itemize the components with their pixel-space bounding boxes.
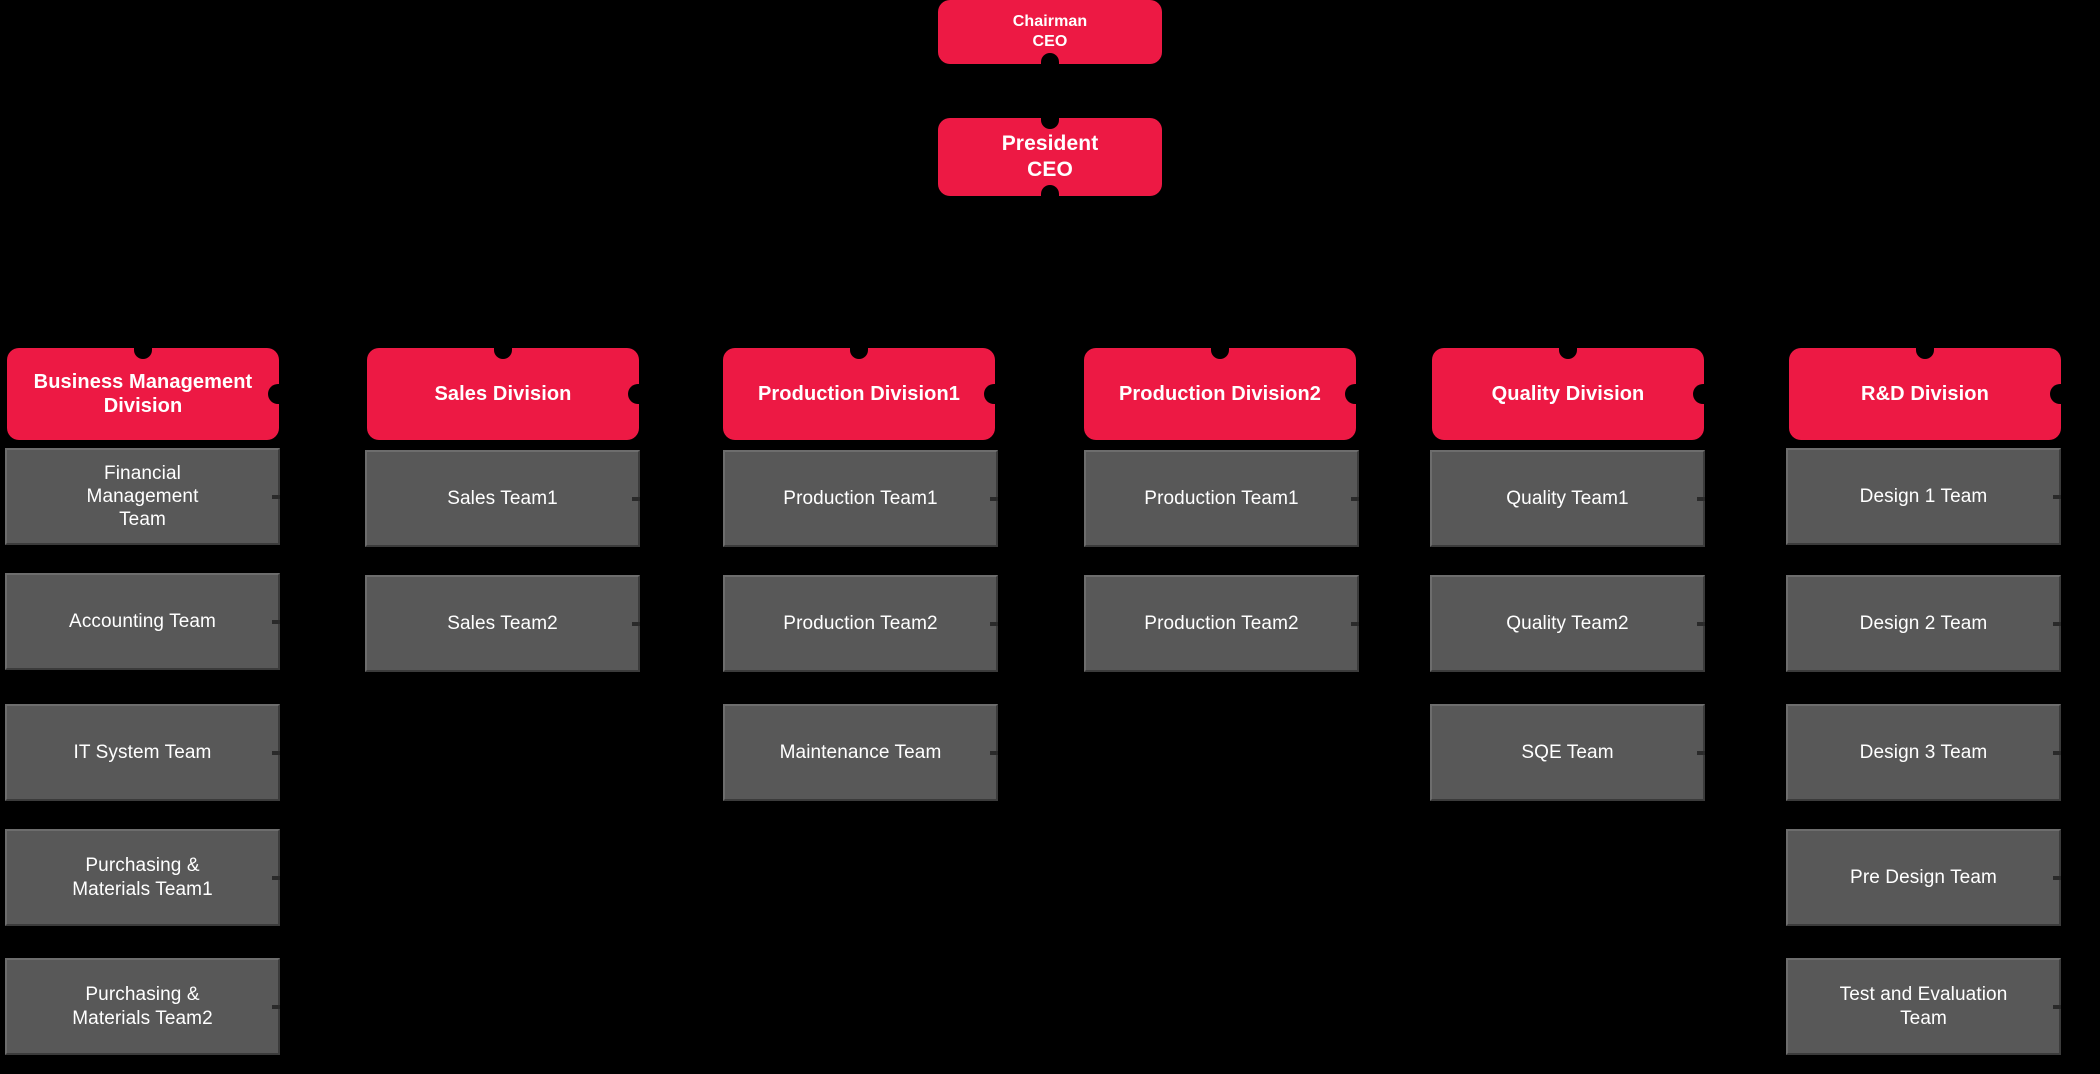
node-team-label: Production Team1: [783, 487, 938, 509]
node-team-label: Production Team2: [1144, 612, 1299, 634]
node-team[interactable]: Design 3 Team: [1786, 704, 2061, 801]
node-sales-division-label: Sales Division: [434, 382, 572, 405]
node-team[interactable]: Design 2 Team: [1786, 575, 2061, 672]
node-team-label: Quality Team1: [1506, 487, 1629, 509]
connector-president-trunk: [1048, 196, 1052, 346]
connector-anchor-icon: [1559, 347, 1577, 359]
node-team-label: Sales Team2: [447, 612, 558, 634]
node-team-label: Maintenance Team: [779, 741, 942, 763]
connector-anchor-icon: [1041, 117, 1059, 129]
node-team-label: Financial Management Team: [86, 462, 199, 531]
node-team[interactable]: Maintenance Team: [723, 704, 998, 801]
node-rnd-division-label: R&D Division: [1861, 382, 1989, 405]
node-team[interactable]: Accounting Team: [5, 573, 280, 670]
node-production-division1[interactable]: Production Division1: [723, 347, 996, 440]
node-production-division2[interactable]: Production Division2: [1084, 347, 1357, 440]
node-business-management-division-label: Business Management Division: [33, 370, 253, 417]
node-team-label: Purchasing & Materials Team1: [72, 855, 213, 900]
node-team-label: SQE Team: [1521, 741, 1614, 763]
connector-anchor-icon: [850, 347, 868, 359]
connector-division-bus: [105, 322, 1955, 326]
node-team[interactable]: IT System Team: [5, 704, 280, 801]
node-team[interactable]: Production Team1: [723, 450, 998, 547]
node-team-label: Quality Team2: [1506, 612, 1629, 634]
node-team[interactable]: Sales Team2: [365, 575, 640, 672]
node-team-label: Design 3 Team: [1859, 741, 1988, 763]
node-team-label: Production Team1: [1144, 487, 1299, 509]
connector-anchor-icon: [1211, 347, 1229, 359]
connector-anchor-icon: [1041, 185, 1059, 197]
node-team-label: IT System Team: [73, 741, 212, 763]
node-team[interactable]: Purchasing & Materials Team2: [5, 958, 280, 1055]
node-team[interactable]: Production Team2: [723, 575, 998, 672]
node-team[interactable]: Quality Team1: [1430, 450, 1705, 547]
node-team[interactable]: Design 1 Team: [1786, 448, 2061, 545]
node-production-division1-label: Production Division1: [757, 382, 961, 405]
node-team[interactable]: Sales Team1: [365, 450, 640, 547]
node-team[interactable]: SQE Team: [1430, 704, 1705, 801]
node-team[interactable]: Pre Design Team: [1786, 829, 2061, 926]
connector-anchor-icon: [1916, 347, 1934, 359]
node-team-label: Test and Evaluation Team: [1839, 984, 2008, 1029]
node-production-division2-label: Production Division2: [1118, 382, 1322, 405]
node-team[interactable]: Financial Management Team: [5, 448, 280, 545]
node-business-management-division[interactable]: Business Management Division: [7, 347, 280, 440]
node-quality-division-label: Quality Division: [1491, 382, 1645, 405]
connector-anchor-icon: [494, 347, 512, 359]
node-team-label: Pre Design Team: [1850, 866, 1997, 888]
connector-chairman-president: [1048, 62, 1052, 120]
node-quality-division[interactable]: Quality Division: [1432, 347, 1705, 440]
node-team[interactable]: Production Team1: [1084, 450, 1359, 547]
node-sales-division[interactable]: Sales Division: [367, 347, 640, 440]
node-team[interactable]: Test and Evaluation Team: [1786, 958, 2061, 1055]
node-team-label: Purchasing & Materials Team2: [72, 984, 213, 1029]
connector-anchor-icon: [134, 347, 152, 359]
connector-anchor-icon: [1041, 53, 1059, 65]
node-team[interactable]: Production Team2: [1084, 575, 1359, 672]
node-team-label: Design 2 Team: [1859, 612, 1988, 634]
node-team[interactable]: Quality Team2: [1430, 575, 1705, 672]
node-team[interactable]: Purchasing & Materials Team1: [5, 829, 280, 926]
node-team-label: Production Team2: [783, 612, 938, 634]
node-team-label: Accounting Team: [69, 610, 216, 632]
node-team-label: Sales Team1: [447, 487, 558, 509]
node-team-label: Design 1 Team: [1859, 485, 1988, 507]
node-rnd-division[interactable]: R&D Division: [1789, 347, 2062, 440]
